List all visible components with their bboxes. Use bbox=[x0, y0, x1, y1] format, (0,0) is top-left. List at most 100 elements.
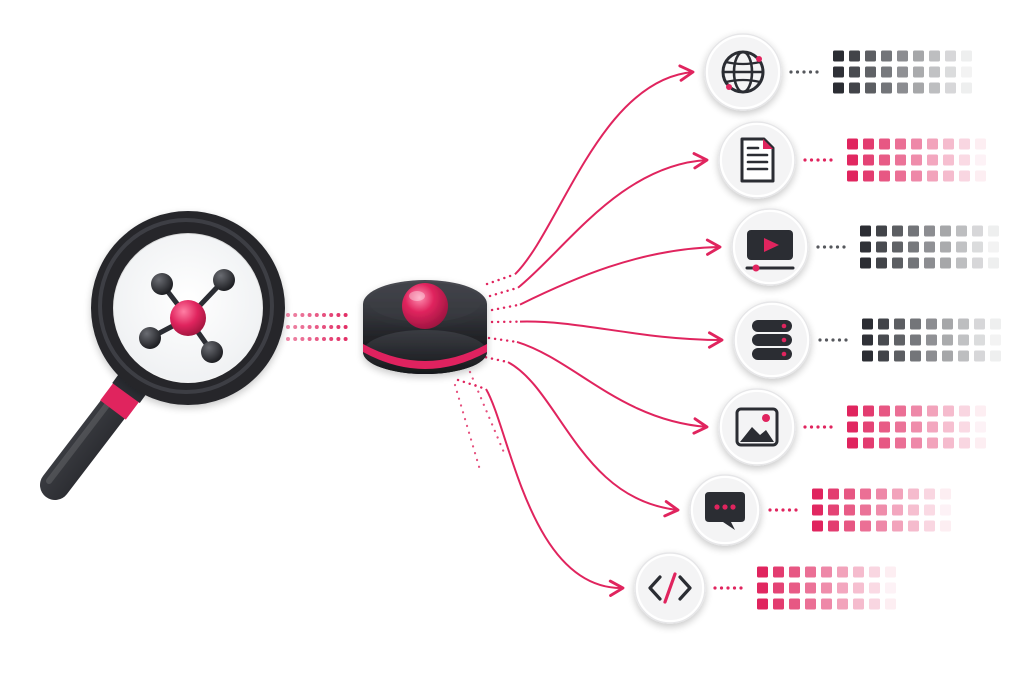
grid-cell bbox=[879, 437, 890, 449]
link-dot bbox=[329, 325, 334, 329]
grid-cell bbox=[844, 504, 855, 516]
connector-dots bbox=[478, 354, 510, 364]
grid-cell bbox=[876, 257, 887, 269]
grid-cell bbox=[863, 154, 874, 166]
chain-dot bbox=[781, 508, 785, 512]
connector-arrow bbox=[507, 361, 680, 518]
chain-dot bbox=[774, 508, 779, 512]
grid-cell bbox=[924, 504, 935, 516]
grid-cell bbox=[812, 488, 823, 500]
grid-cell bbox=[945, 50, 956, 62]
chain-dot bbox=[824, 338, 829, 342]
grid-cell bbox=[849, 82, 860, 94]
node-face bbox=[722, 392, 792, 462]
chain-dot bbox=[837, 338, 842, 342]
grid-cell bbox=[892, 225, 903, 237]
output-node bbox=[718, 121, 986, 199]
grid-cell bbox=[929, 66, 940, 78]
grid-cell bbox=[945, 82, 956, 94]
output-node bbox=[689, 474, 951, 546]
grid-cell bbox=[913, 82, 924, 94]
grid-cell bbox=[862, 318, 873, 330]
link-dot bbox=[314, 313, 319, 317]
output-grid bbox=[860, 225, 999, 269]
grid-cell bbox=[869, 566, 880, 578]
grid-cell bbox=[847, 154, 858, 166]
link-dot bbox=[293, 337, 298, 341]
connector-dots bbox=[490, 303, 522, 312]
grid-cell bbox=[828, 488, 839, 500]
chain-dot bbox=[809, 158, 814, 162]
grid-cell bbox=[878, 334, 889, 346]
grid-cell bbox=[926, 318, 937, 330]
connector-arrow bbox=[519, 320, 724, 349]
grid-cell bbox=[940, 504, 951, 516]
grid-cell bbox=[990, 318, 1001, 330]
grid-cell bbox=[942, 318, 953, 330]
link-dot bbox=[343, 325, 348, 329]
grid-cell bbox=[869, 582, 880, 594]
grid-cell bbox=[860, 504, 871, 516]
grid-cell bbox=[911, 154, 922, 166]
link-dot bbox=[322, 337, 326, 341]
grid-cell bbox=[879, 154, 890, 166]
link-dot bbox=[336, 337, 341, 341]
grid-cell bbox=[892, 257, 903, 269]
grid-cell bbox=[974, 318, 985, 330]
grid-cell bbox=[773, 598, 784, 610]
chain-dot bbox=[726, 586, 730, 590]
grid-cell bbox=[924, 257, 935, 269]
link-dot bbox=[314, 325, 319, 329]
grid-cell bbox=[988, 241, 999, 253]
grid-cell bbox=[849, 66, 860, 78]
grid-cell bbox=[881, 66, 892, 78]
video-icon bbox=[745, 230, 795, 272]
link-dot bbox=[322, 325, 326, 329]
grid-cell bbox=[860, 225, 871, 237]
grid-cell bbox=[833, 50, 844, 62]
grid-cell bbox=[863, 437, 874, 449]
grid-cell bbox=[876, 241, 887, 253]
output-chain bbox=[803, 425, 833, 429]
chain-dot bbox=[795, 70, 800, 74]
grid-cell bbox=[876, 225, 887, 237]
grid-cell bbox=[940, 520, 951, 532]
grid-cell bbox=[828, 520, 839, 532]
code-icon bbox=[648, 572, 692, 604]
chain-dot bbox=[822, 158, 827, 162]
output-grid bbox=[847, 138, 986, 182]
output-chain bbox=[789, 70, 819, 74]
output-chain bbox=[768, 508, 798, 512]
link-dot bbox=[300, 325, 305, 329]
chain-dot bbox=[816, 425, 820, 429]
grid-cell bbox=[961, 50, 972, 62]
grid-cell bbox=[879, 138, 890, 150]
grid-cell bbox=[975, 421, 986, 433]
grid-cell bbox=[959, 421, 970, 433]
grid-cell bbox=[895, 421, 906, 433]
link-dot bbox=[307, 337, 312, 341]
document-icon bbox=[740, 137, 775, 183]
grid-cell bbox=[975, 154, 986, 166]
connector-arrow bbox=[517, 152, 709, 289]
grid-cell bbox=[958, 334, 969, 346]
connector-group bbox=[453, 64, 724, 597]
grid-cell bbox=[853, 566, 864, 578]
grid-cell bbox=[876, 520, 887, 532]
link-dot bbox=[343, 313, 348, 317]
grid-cell bbox=[974, 334, 985, 346]
link-dot bbox=[293, 313, 298, 317]
grid-cell bbox=[865, 50, 876, 62]
grid-cell bbox=[892, 488, 903, 500]
link-dot bbox=[286, 337, 290, 341]
grid-cell bbox=[940, 225, 951, 237]
grid-cell bbox=[773, 566, 784, 578]
hub-button-icon bbox=[363, 280, 487, 374]
chain-dot bbox=[831, 338, 835, 342]
grid-cell bbox=[849, 50, 860, 62]
grid-cell bbox=[853, 598, 864, 610]
grid-cell bbox=[862, 350, 873, 362]
grid-cell bbox=[837, 566, 848, 578]
grid-cell bbox=[860, 488, 871, 500]
